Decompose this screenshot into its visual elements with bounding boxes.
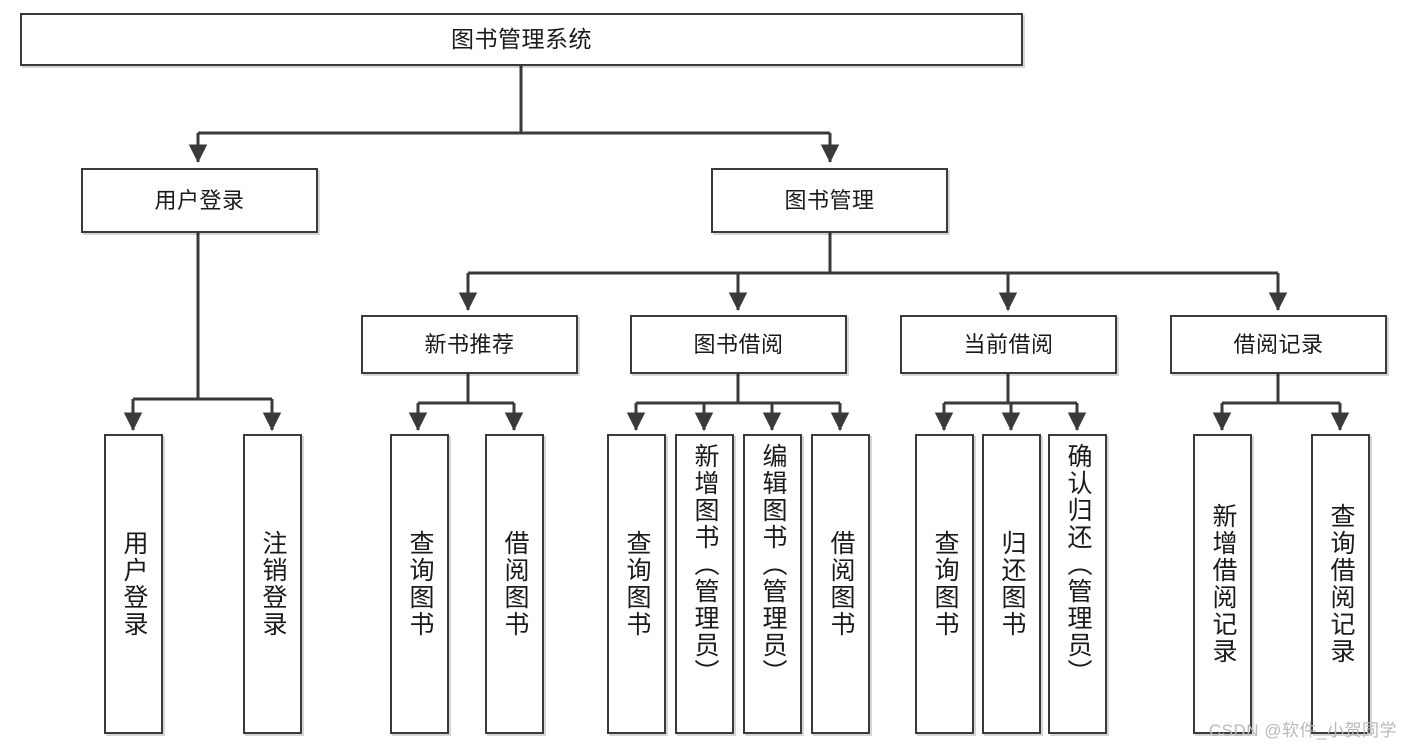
leaf-logout-login-label: 注销登录 [259, 530, 287, 638]
leaf-add-book[interactable]: 新增图书（管理员） [675, 434, 734, 734]
leaf-edit-book[interactable]: 编辑图书（管理员） [743, 434, 802, 734]
leaf-query-record[interactable]: 查询借阅记录 [1311, 434, 1370, 734]
leaf-confirm-return[interactable]: 确认归还（管理员） [1048, 434, 1107, 734]
node-new-book-recommend-label: 新书推荐 [424, 331, 515, 357]
node-book-management[interactable]: 图书管理 [711, 168, 948, 233]
leaf-return-book-label: 归还图书 [998, 530, 1026, 638]
node-book-borrow[interactable]: 图书借阅 [630, 315, 847, 374]
node-borrow-record[interactable]: 借阅记录 [1170, 315, 1387, 374]
node-current-borrow[interactable]: 当前借阅 [900, 315, 1117, 374]
leaf-query-record-label: 查询借阅记录 [1327, 503, 1355, 665]
leaf-borrow-book-2-label: 借阅图书 [827, 530, 855, 638]
watermark: CSDN @软件_小贺同学 [1208, 721, 1397, 740]
node-new-book-recommend[interactable]: 新书推荐 [361, 315, 578, 374]
node-book-borrow-label: 图书借阅 [693, 331, 784, 357]
leaf-borrow-book-2[interactable]: 借阅图书 [811, 434, 870, 734]
leaf-query-book-2-label: 查询图书 [623, 530, 651, 638]
leaf-query-book-3-label: 查询图书 [931, 530, 959, 638]
leaf-query-book-1-label: 查询图书 [406, 530, 434, 638]
leaf-return-book[interactable]: 归还图书 [982, 434, 1041, 734]
leaf-user-login-label: 用户登录 [120, 530, 148, 638]
leaf-query-book-2[interactable]: 查询图书 [607, 434, 666, 734]
leaf-add-book-label: 新增图书（管理员） [691, 443, 719, 686]
leaf-confirm-return-label: 确认归还（管理员） [1064, 443, 1092, 686]
leaf-borrow-book-1[interactable]: 借阅图书 [485, 434, 544, 734]
node-root-label: 图书管理系统 [451, 25, 592, 52]
node-user-login-label: 用户登录 [154, 187, 245, 213]
leaf-query-book-3[interactable]: 查询图书 [915, 434, 974, 734]
leaf-logout-login[interactable]: 注销登录 [243, 434, 302, 734]
leaf-edit-book-label: 编辑图书（管理员） [759, 443, 787, 686]
leaf-add-record[interactable]: 新增借阅记录 [1193, 434, 1252, 734]
node-borrow-record-label: 借阅记录 [1233, 331, 1324, 357]
leaf-user-login[interactable]: 用户登录 [104, 434, 163, 734]
node-user-login[interactable]: 用户登录 [81, 168, 318, 233]
node-root[interactable]: 图书管理系统 [20, 13, 1023, 66]
leaf-add-record-label: 新增借阅记录 [1209, 503, 1237, 665]
node-current-borrow-label: 当前借阅 [963, 331, 1054, 357]
leaf-query-book-1[interactable]: 查询图书 [390, 434, 449, 734]
leaf-borrow-book-1-label: 借阅图书 [501, 530, 529, 638]
node-book-management-label: 图书管理 [784, 187, 875, 213]
